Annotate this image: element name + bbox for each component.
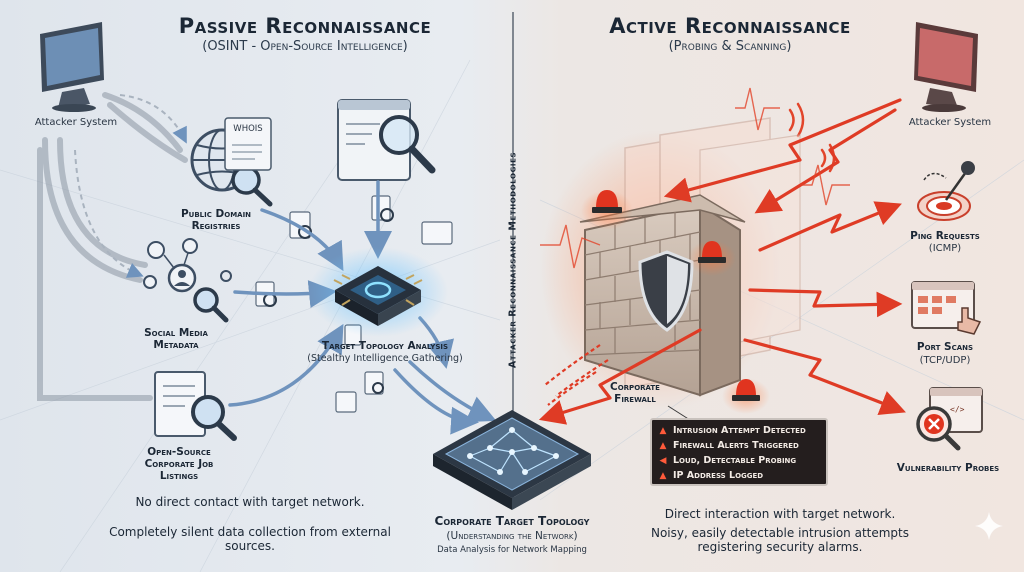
attacker-label-left: Attacker System: [34, 117, 118, 128]
active-note-title: Direct interaction with target network.: [664, 507, 896, 521]
passive-note-body: Completely silent data collection from e…: [109, 525, 391, 553]
dashed-red-traces: [544, 344, 609, 406]
sparkle-icon: [975, 512, 1003, 540]
probe-port-label: Port Scans: [916, 341, 974, 353]
passive-flow-arrows: [37, 92, 188, 401]
social-network-icon: [143, 238, 232, 293]
alert-text: Firewall Alerts Triggered: [673, 440, 799, 451]
firewall-label: Corporate Firewall: [610, 381, 660, 406]
port-scan-window-icon: [911, 281, 975, 329]
analysis-chip-icon: [308, 247, 448, 337]
alert-text: Loud, Detectable Probing: [673, 455, 797, 466]
active-subtitle: (Probing & Scanning): [668, 39, 792, 54]
passive-subtitle: (OSINT - Open-Source Intelligence): [202, 39, 408, 54]
network-topology-tile-icon: [433, 410, 591, 510]
cursor-hand-icon: [957, 307, 982, 335]
active-note-body: Noisy, easily detectable intrusion attem…: [650, 526, 910, 554]
alarm-siren-icon-2: [688, 240, 736, 276]
center-subtitle: (Understanding the Network): [446, 530, 578, 542]
job-listing-document-icon: [154, 371, 206, 437]
attacker-monitor-left-icon: [40, 22, 104, 112]
source-domain-label: Public Domain Registries: [180, 208, 252, 233]
center-caption: Data Analysis for Network Mapping: [437, 545, 587, 555]
alerts-panel: ▲ Intrusion Attempt Detected ▲ Firewall Al…: [650, 418, 828, 486]
probe-ping-sub: (ICMP): [928, 243, 962, 254]
speaker-icon: ◀: [659, 455, 667, 466]
center-title: Corporate Target Topology: [434, 514, 590, 528]
passive-title: Passive Reconnaissance: [178, 14, 432, 38]
shield-icon: [638, 250, 694, 332]
analysis-subtitle: (Stealthy Intelligence Gathering): [307, 353, 463, 364]
passive-note-title: No direct contact with target network.: [135, 495, 365, 509]
warning-icon: ▲: [659, 470, 667, 481]
magnifier-globe-icon: [231, 165, 273, 207]
pulse-lines: [540, 87, 850, 269]
alert-row: ▲ Firewall Alerts Triggered: [658, 438, 820, 453]
alert-text: IP Address Logged: [673, 470, 764, 481]
alert-text: Intrusion Attempt Detected: [673, 425, 806, 436]
probe-vuln-label: Vulnerability Probes: [896, 462, 1000, 474]
source-jobs-label: Open-Source Corporate Job Listings: [144, 446, 214, 483]
magnifier-jobs-icon: [191, 395, 237, 441]
source-social-label: Social Media Metadata: [144, 327, 208, 352]
attacker-label-right: Attacker System: [908, 117, 992, 128]
ping-target-icon: [917, 161, 975, 221]
active-title: Active Reconnaissance: [609, 14, 851, 38]
whois-label: WHOIS: [233, 124, 263, 134]
red-probe-arrows: [538, 98, 906, 425]
divider-label: Attacker Reconnaissance Methodologies: [506, 130, 520, 390]
alert-row: ▲ IP Address Logged: [658, 468, 820, 483]
magnifier-browser-icon: [379, 115, 436, 174]
alert-row: ◀ Loud, Detectable Probing: [658, 453, 820, 468]
svg-text:</>: </>: [950, 405, 965, 414]
small-documents-icons: [255, 195, 453, 413]
analysis-title: Target Topology Analysis: [321, 340, 449, 352]
probe-ping-label: Ping Requests: [910, 230, 980, 242]
alarm-siren-icon-3: [722, 378, 770, 414]
magnifier-social-icon: [193, 287, 229, 323]
warning-icon: ▲: [659, 425, 667, 436]
attacker-monitor-right-icon: [914, 22, 978, 112]
probe-port-sub: (TCP/UDP): [919, 355, 971, 366]
warning-icon: ▲: [659, 440, 667, 451]
whois-document-icon: [224, 117, 272, 171]
alarm-siren-icon-1: [581, 190, 633, 230]
alert-row: ▲ Intrusion Attempt Detected: [658, 423, 820, 438]
error-magnifier-icon: [916, 406, 961, 451]
divider-label-text: Attacker Reconnaissance Methodologies: [507, 151, 519, 369]
